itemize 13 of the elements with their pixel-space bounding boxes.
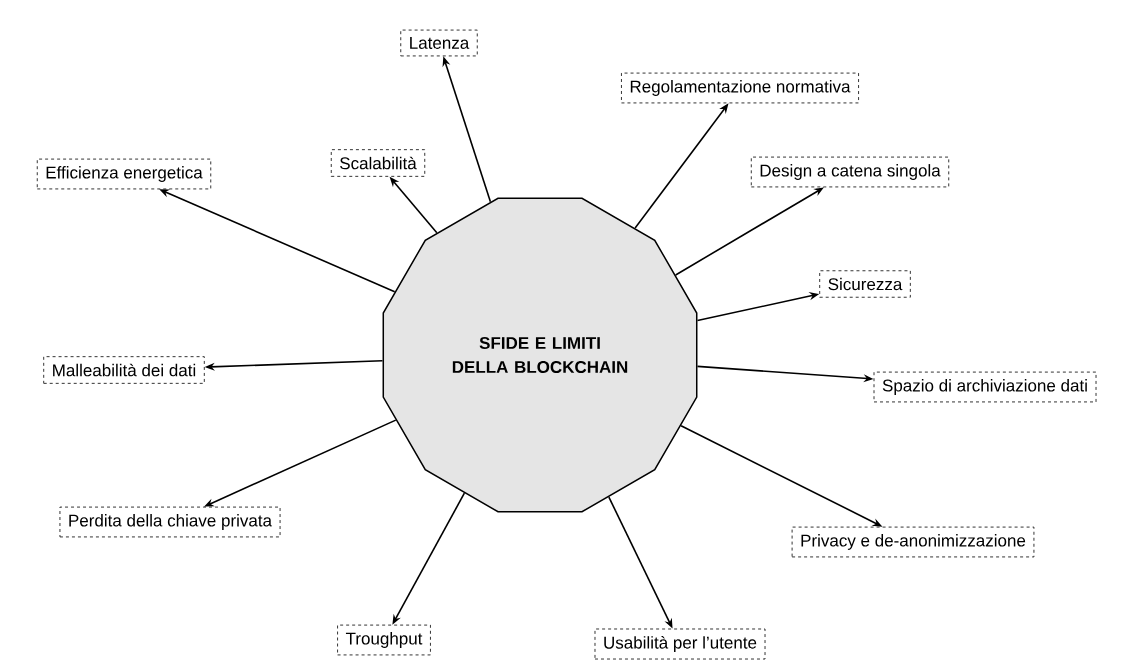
- central-dodecagon: SFIDE E LIMITI DELLA BLOCKCHAIN: [382, 197, 698, 513]
- topic-box: Perdita della chiave privata: [59, 506, 281, 538]
- topic-box: Spazio di archiviazione dati: [873, 371, 1097, 403]
- topic-box: Scalabilità: [330, 149, 426, 177]
- topic-box: Usabilità per l’utente: [594, 628, 766, 660]
- topic-box: Troughput: [337, 624, 431, 656]
- topic-box: Malleabilità dei dati: [43, 356, 205, 384]
- topic-box: Regolamentazione normativa: [621, 72, 859, 104]
- topic-box: Latenza: [400, 29, 478, 57]
- topic-box: Efficienza energetica: [36, 158, 212, 190]
- topic-box: Design a catena singola: [750, 156, 950, 188]
- topic-box: Sicurezza: [819, 270, 911, 298]
- topic-box: Privacy e de-anonimizzazione: [791, 526, 1035, 558]
